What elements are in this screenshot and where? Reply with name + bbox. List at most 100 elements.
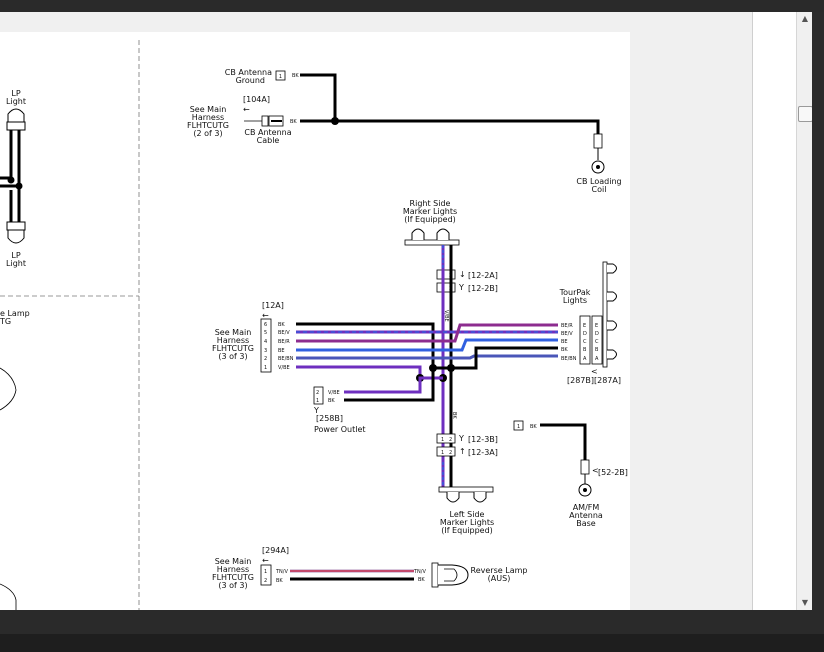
amfm-connector-id: [52-2B]: [598, 468, 628, 477]
reverse-see-main-1: See Main: [215, 557, 252, 566]
wire-color-label: BK: [290, 119, 297, 125]
cb-see-main-3: FLHTCUTG: [187, 121, 229, 130]
splice-dot: [7, 176, 15, 184]
wire-color-label: BK: [530, 424, 537, 430]
arrow-down-icon: ↓: [459, 270, 466, 279]
splice-dot: [331, 117, 339, 125]
triangle-down-icon[interactable]: ▼: [801, 598, 809, 607]
pin-label: 1: [316, 398, 319, 404]
cb-ground-connector: [275, 70, 286, 81]
fork-icon: Y: [458, 434, 464, 443]
wire-color-label: V/BE: [328, 390, 340, 396]
cb-cable-label-1: CB Antenna: [244, 128, 291, 137]
cb-see-main-2: Harness: [192, 113, 224, 122]
cb-cable-wire: [300, 119, 600, 134]
right-marker-label-3: (If Equipped): [404, 215, 456, 224]
cb-see-main-1: See Main: [190, 105, 227, 114]
wire-color-label: BE/BN: [561, 356, 577, 362]
lamp-partial-shape: [0, 367, 17, 411]
triangle-up-icon[interactable]: ▲: [801, 14, 809, 23]
main-see-main-1: See Main: [215, 328, 252, 337]
connector-287b-id: [287B]: [567, 376, 594, 385]
connector-12-3a: 1 2: [436, 446, 456, 457]
lp-bottom-label-2: Light: [6, 259, 26, 268]
power-outlet-wire-v-be: [344, 376, 443, 394]
cb-ground-label-1: CB Antenna: [225, 68, 272, 77]
wire-be-r-4: [296, 323, 558, 343]
connector-287a: [591, 315, 603, 365]
title-bar: [0, 0, 824, 12]
pin-label: A: [583, 356, 587, 362]
svg-text:2: 2: [449, 450, 452, 456]
lamp-partial-label-1: e Lamp: [0, 309, 30, 318]
wire-color-label: BE/V: [278, 330, 290, 336]
connector-12-3b-id: [12-3B]: [468, 435, 498, 444]
lp-top-label-1: LP: [11, 89, 20, 98]
wire-be-3: [296, 338, 558, 352]
wire-tourpak-bk: [451, 346, 558, 370]
amfm-label-2: Antenna: [569, 511, 603, 520]
cb-connector-id: [104A]: [243, 95, 270, 104]
wire-color-label: BE/R: [561, 323, 573, 329]
pin-label: 2: [264, 356, 267, 362]
wire-be-bn-2: [296, 354, 558, 360]
arrow-left-icon: ←: [243, 105, 250, 114]
pin-label: 4: [264, 339, 267, 345]
pin-label: 3: [264, 348, 267, 354]
wire-v-be-1: [296, 365, 422, 378]
arrow-left-icon: <: [591, 367, 598, 376]
power-outlet-label: Power Outlet: [314, 425, 366, 434]
pin-label: 1: [279, 74, 282, 80]
fork-icon: Y: [313, 406, 319, 415]
wire-color-label: TN/V: [275, 569, 288, 575]
wire-color-label: BK: [278, 322, 285, 328]
connector-12a: [260, 318, 272, 373]
lp-top-label-2: Light: [6, 97, 26, 106]
pin-label: 2: [316, 390, 319, 396]
wire-bk-6: [296, 322, 435, 368]
pin-label: D: [583, 331, 587, 337]
main-see-main-2: Harness: [217, 336, 249, 345]
wire-color-label: BK: [328, 398, 335, 404]
wire-color-label: BK: [292, 73, 299, 79]
main-see-main-3: FLHTCUTG: [212, 344, 254, 353]
arrow-left-icon: ←: [262, 311, 269, 320]
amfm-antenna-base-icon: [578, 459, 592, 497]
wire-color-label: BE/R: [278, 339, 290, 345]
tourpak-label-2: Lights: [563, 296, 587, 305]
wire-color-label: BK: [451, 412, 457, 419]
wire-color-label: TN/V: [413, 569, 426, 575]
taskbar-strip: [0, 634, 824, 652]
pin-label: 2: [264, 578, 267, 584]
pin-label: C: [583, 339, 587, 345]
lp-top-bulb-icon: [6, 108, 26, 131]
arrow-left-icon: <: [592, 466, 599, 475]
cb-loading-coil-icon: [591, 133, 605, 174]
wire-color-label: BK: [418, 577, 425, 583]
pin-label: 1: [264, 569, 267, 575]
wire-color-label: BK: [276, 578, 283, 584]
lp-wire-a: [0, 130, 13, 180]
cb-ground-label-2: Ground: [236, 76, 265, 85]
scrollbar-thumb[interactable]: [798, 106, 813, 122]
amfm-connector: [513, 420, 524, 431]
reverse-lamp-label-1: Reverse Lamp: [471, 566, 528, 575]
svg-text:1: 1: [441, 450, 444, 456]
arrow-up-icon: ↑: [459, 447, 466, 456]
pin-label: 1: [264, 365, 267, 371]
power-outlet-wire-bk: [344, 368, 435, 402]
right-marker-label-2: Marker Lights: [403, 207, 457, 216]
connector-287a-id: [287A]: [594, 376, 621, 385]
pin-label: B: [583, 347, 587, 353]
amfm-wire-bk: [540, 423, 587, 460]
wire-color-label: BE: [278, 348, 285, 354]
window-edge: [812, 12, 824, 610]
cb-coil-label-1: CB Loading: [576, 177, 621, 186]
document-page: LP Light LP Light e Lamp TG CB Antenna G…: [0, 32, 630, 610]
main-see-main-4: (3 of 3): [218, 352, 247, 361]
lp-bottom-label-1: LP: [11, 251, 20, 260]
wiring-diagram: LP Light LP Light e Lamp TG CB Antenna G…: [0, 40, 628, 610]
left-marker-label-2: Marker Lights: [440, 518, 494, 527]
reverse-see-main-3: FLHTCUTG: [212, 573, 254, 582]
vertical-scrollbar[interactable]: ▲ ▼: [796, 12, 813, 610]
